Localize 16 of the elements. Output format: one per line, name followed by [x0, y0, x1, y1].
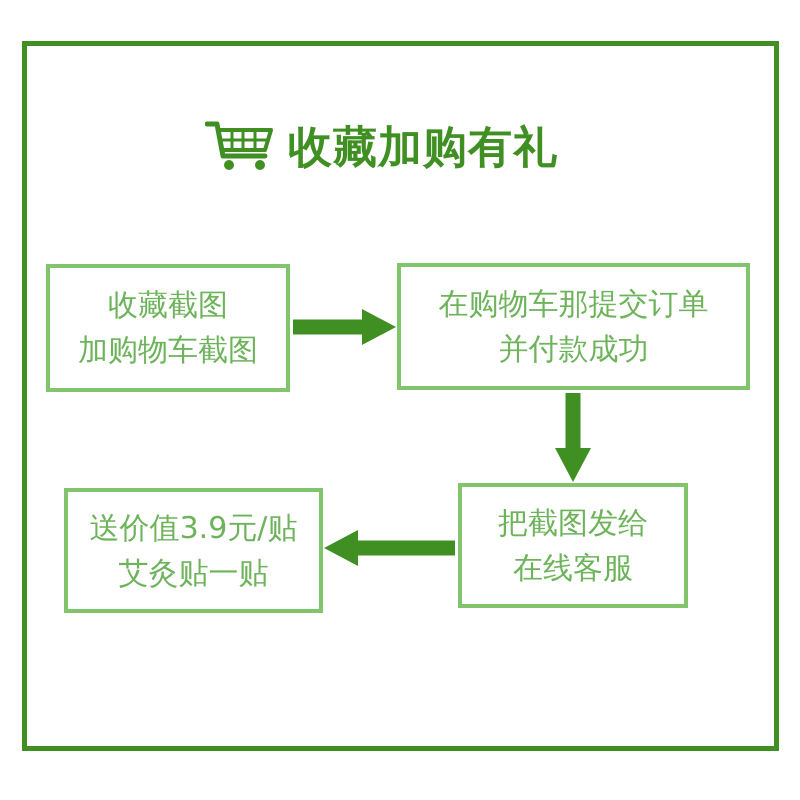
step-text: 并付款成功 — [498, 330, 648, 368]
step-text: 收藏截图 — [108, 287, 228, 325]
step-text: 送价值3.9元/贴 — [90, 510, 298, 548]
arrow — [555, 393, 591, 482]
step-text: 加购物车截图 — [78, 332, 258, 370]
title: 收藏加购有礼 — [288, 121, 558, 175]
step-box — [64, 488, 323, 613]
step-box — [458, 483, 688, 608]
step-text: 在线客服 — [513, 550, 633, 588]
step-box — [46, 264, 290, 392]
step-box — [397, 263, 750, 390]
arrow — [324, 530, 455, 566]
arrow — [293, 309, 396, 345]
step-text: 把截图发给 — [498, 504, 648, 542]
step-text: 在购物车那提交订单 — [438, 286, 708, 324]
step-text: 艾灸贴一贴 — [118, 554, 268, 592]
